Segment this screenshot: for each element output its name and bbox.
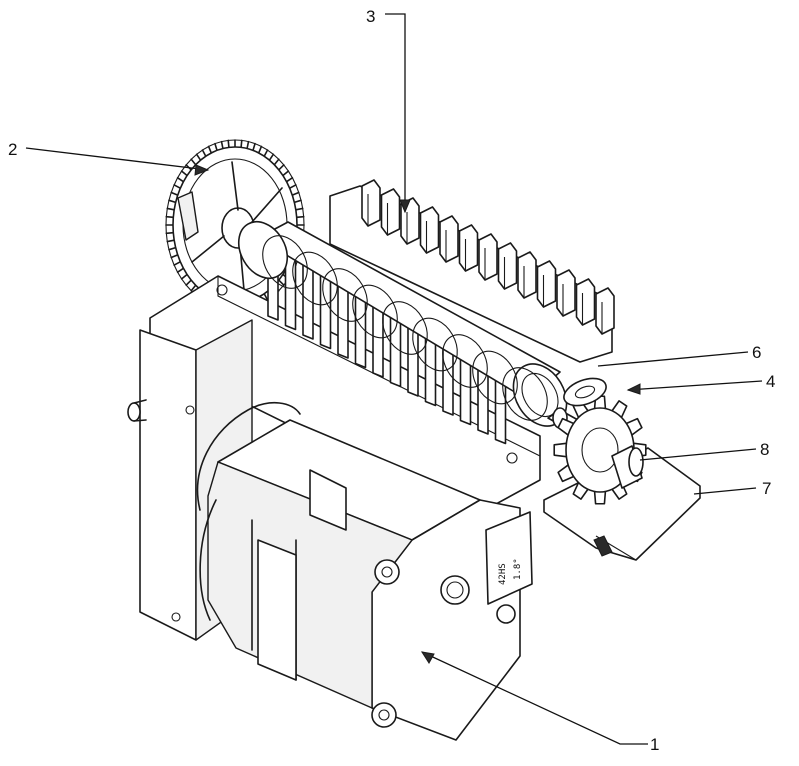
- rear-comb-tooth: [419, 206, 440, 254]
- front-comb-tooth: [319, 269, 332, 350]
- rear-comb-tooth: [458, 224, 479, 272]
- callout-8: 8: [760, 440, 769, 459]
- callout-7: 7: [762, 479, 771, 498]
- rear-comb-teeth: [361, 179, 615, 335]
- rear-comb-tooth: [380, 188, 401, 236]
- cam-drum: [237, 220, 568, 427]
- rear-comb-tooth: [478, 233, 498, 281]
- callout-2: 2: [8, 140, 17, 159]
- rear-comb-tooth: [595, 287, 615, 335]
- rear-comb-tooth: [497, 242, 518, 290]
- callout-1: 1: [650, 735, 659, 754]
- rear-comb-tooth: [439, 215, 459, 263]
- leader-arrowheads: [194, 164, 641, 664]
- callout-6: 6: [752, 343, 761, 362]
- rear-comb-tooth: [556, 269, 576, 317]
- rear-comb-tooth: [575, 278, 596, 326]
- rear-comb-tooth: [517, 251, 537, 299]
- motor-label-line2: 1.8°: [513, 558, 523, 580]
- callout-3: 3: [366, 7, 375, 26]
- callout-4: 4: [766, 372, 775, 391]
- shaft-collar: [611, 445, 644, 489]
- rear-comb-rack: [329, 179, 615, 363]
- rear-comb-tooth: [361, 179, 381, 227]
- bearing-washer: [563, 377, 607, 407]
- leader-lines: [25, 13, 763, 745]
- stepper-motor: [196, 402, 533, 741]
- motor-label-line1: 42HS: [498, 563, 508, 585]
- drum-cam-rings: [262, 235, 548, 421]
- mounting-plate: [543, 447, 701, 561]
- rear-comb-tooth: [536, 260, 557, 308]
